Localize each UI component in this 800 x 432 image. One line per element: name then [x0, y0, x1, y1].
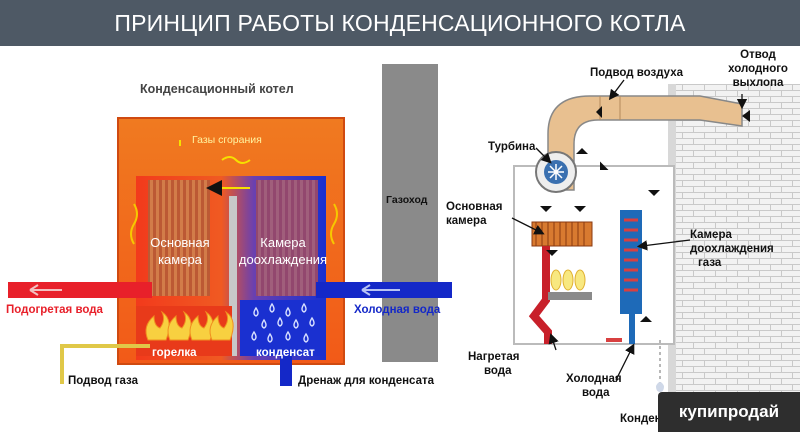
right-cooling-chamber-line2: доохлаждения [690, 243, 774, 255]
drain-label: Дренаж для конденсата [298, 375, 434, 387]
left-main-chamber-line1: Основная [150, 235, 210, 250]
left-cooling-chamber-line2: доохлаждения [238, 252, 328, 267]
left-main-chamber-label: Основная камера [140, 234, 220, 268]
main-chamber-fins [148, 180, 210, 296]
right-main-chamber-line2: камера [446, 215, 487, 227]
right-cold-water-line2: вода [582, 387, 610, 399]
brick-wall [676, 84, 800, 394]
gas-supply-pipe [60, 344, 150, 384]
cold-water-label: Холодная вода [354, 304, 441, 316]
left-diagram-heading: Конденсационный котел [140, 82, 294, 96]
right-cold-water-label: Холодная вода [566, 372, 622, 400]
heated-water-label: Подогретая вода [6, 304, 103, 316]
right-main-exchanger [531, 221, 593, 247]
drain-pipe [280, 356, 292, 386]
turbine-label: Турбина [488, 141, 536, 153]
burner-flames [145, 310, 234, 341]
cooling-coil [624, 218, 638, 292]
flue-pipe [382, 64, 438, 362]
left-cooling-chamber-line1: Камера [260, 235, 306, 250]
leader-lines [511, 79, 748, 381]
burner-label: горелка [152, 347, 197, 359]
flue-label: Газоход [386, 194, 428, 206]
cold-exhaust-label: Отвод холодного выхлопа [716, 48, 800, 90]
right-heated-water-label: Нагретая вода [468, 350, 520, 378]
page-title: ПРИНЦИП РАБОТЫ КОНДЕНСАЦИОННОГО КОТЛА [114, 10, 686, 36]
heated-water-arrowhead [29, 284, 39, 296]
turbine-blades [548, 164, 564, 180]
cold-exhaust-line3: выхлопа [732, 77, 784, 89]
left-cooling-chamber-label: Камера доохлаждения [230, 234, 336, 268]
condensate-drops [251, 302, 315, 343]
right-main-chamber-label: Основная камера [446, 200, 502, 228]
cooling-chamber-fins [256, 180, 318, 296]
right-heated-water-line1: Нагретая [468, 351, 520, 363]
heat-wave-left [130, 203, 138, 245]
right-cold-water-line1: Холодная [566, 373, 622, 385]
right-burner-flames [550, 269, 586, 291]
heated-water-pipe [8, 282, 152, 298]
gas-supply-label: Подвод газа [68, 375, 139, 387]
right-cooling-chamber-line3: газа [698, 257, 722, 269]
right-cooling-chamber [620, 210, 642, 314]
cold-exhaust-line2: холодного [728, 63, 788, 75]
heat-wave-right [330, 203, 338, 245]
air-supply-label: Подвод воздуха [590, 67, 683, 79]
right-condensate-label: Конденс [620, 413, 669, 425]
wave-arrow [221, 156, 251, 164]
watermark-text: купипродай [678, 402, 780, 421]
center-divider [229, 196, 237, 356]
condensate-drop-icon [656, 382, 664, 392]
combustion-gases-label: Газы сгорания [192, 134, 262, 146]
right-burner-bar [548, 292, 592, 300]
right-flow-arrows [540, 106, 750, 322]
right-heated-water-line2: вода [484, 365, 512, 377]
right-cooling-chamber-line1: Камера [690, 229, 732, 241]
air-exhaust-pipe [547, 95, 743, 191]
condensate-label: конденсат [256, 347, 315, 359]
cold-water-arrowhead [361, 284, 371, 296]
right-hot-water-line [528, 246, 552, 344]
watermark-badge [658, 392, 800, 432]
right-main-chamber-line1: Основная [446, 201, 503, 213]
condensate-zone [240, 300, 324, 356]
right-cooling-chamber-label: Камера доохлаждения газа [690, 228, 774, 270]
right-boiler-casing [513, 165, 675, 345]
cold-exhaust-line1: Отвод [740, 49, 776, 61]
left-main-chamber-line2: камера [158, 252, 202, 267]
title-bar [0, 0, 800, 46]
